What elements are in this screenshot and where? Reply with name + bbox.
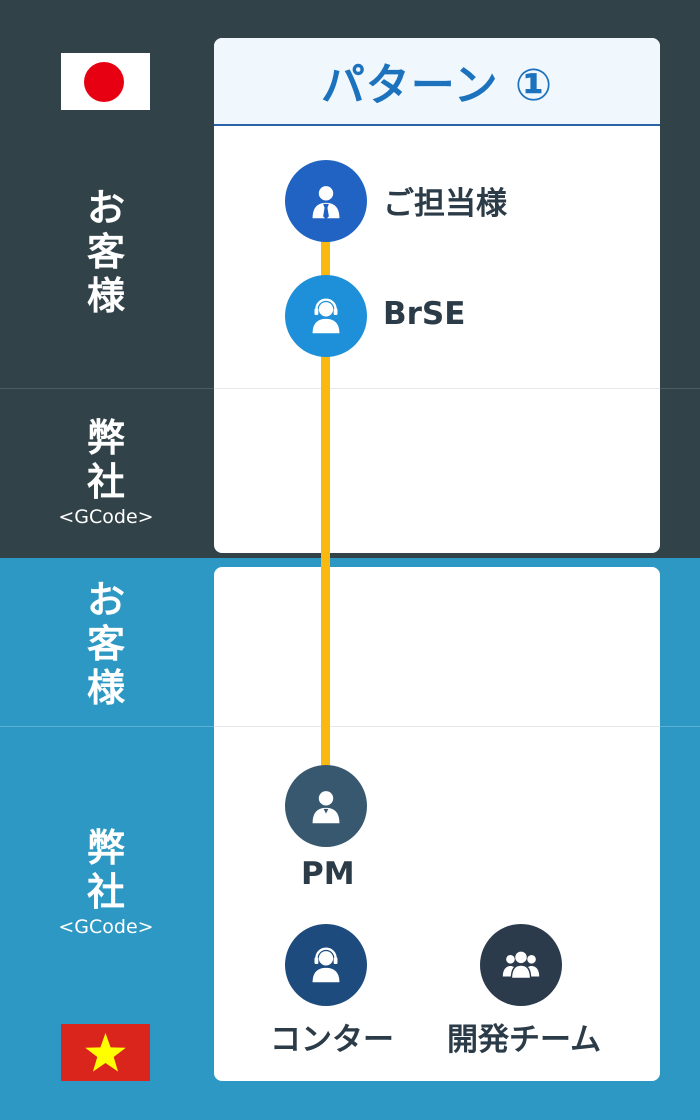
pm-label: PM: [301, 856, 355, 892]
businessman-icon: [312, 186, 340, 220]
dev-team-node: [480, 924, 562, 1006]
connector-line: [321, 202, 330, 806]
panel-divider: [214, 388, 660, 389]
brse-label: BrSE: [383, 296, 466, 332]
client-contact-node: [285, 160, 367, 242]
row-label-client-jp: お 客 様: [86, 186, 125, 318]
headset-person-icon: [312, 947, 340, 983]
comtor-node: [285, 924, 367, 1006]
japan-panel: パターン ①: [214, 38, 660, 553]
team-icon: [502, 951, 540, 980]
row-label-company-vn: 弊 社 <GCode>: [58, 826, 154, 938]
client-contact-label: ご担当様: [383, 186, 507, 222]
pm-node: [285, 765, 367, 847]
person-icon: [312, 791, 340, 824]
headset-person-icon: [312, 298, 340, 334]
japan-flag-icon: [61, 53, 150, 110]
row-label-company-jp: 弊 社 <GCode>: [58, 416, 154, 528]
vietnam-panel: [214, 567, 660, 1081]
vietnam-flag-icon: [61, 1024, 150, 1081]
row-label-client-vn: お 客 様: [86, 578, 125, 710]
panel-divider: [214, 726, 660, 727]
comtor-label: コンター: [270, 1022, 394, 1058]
dev-team-label: 開発チーム: [447, 1022, 602, 1058]
pattern-title: パターン ①: [214, 38, 660, 126]
brse-node: [285, 275, 367, 357]
